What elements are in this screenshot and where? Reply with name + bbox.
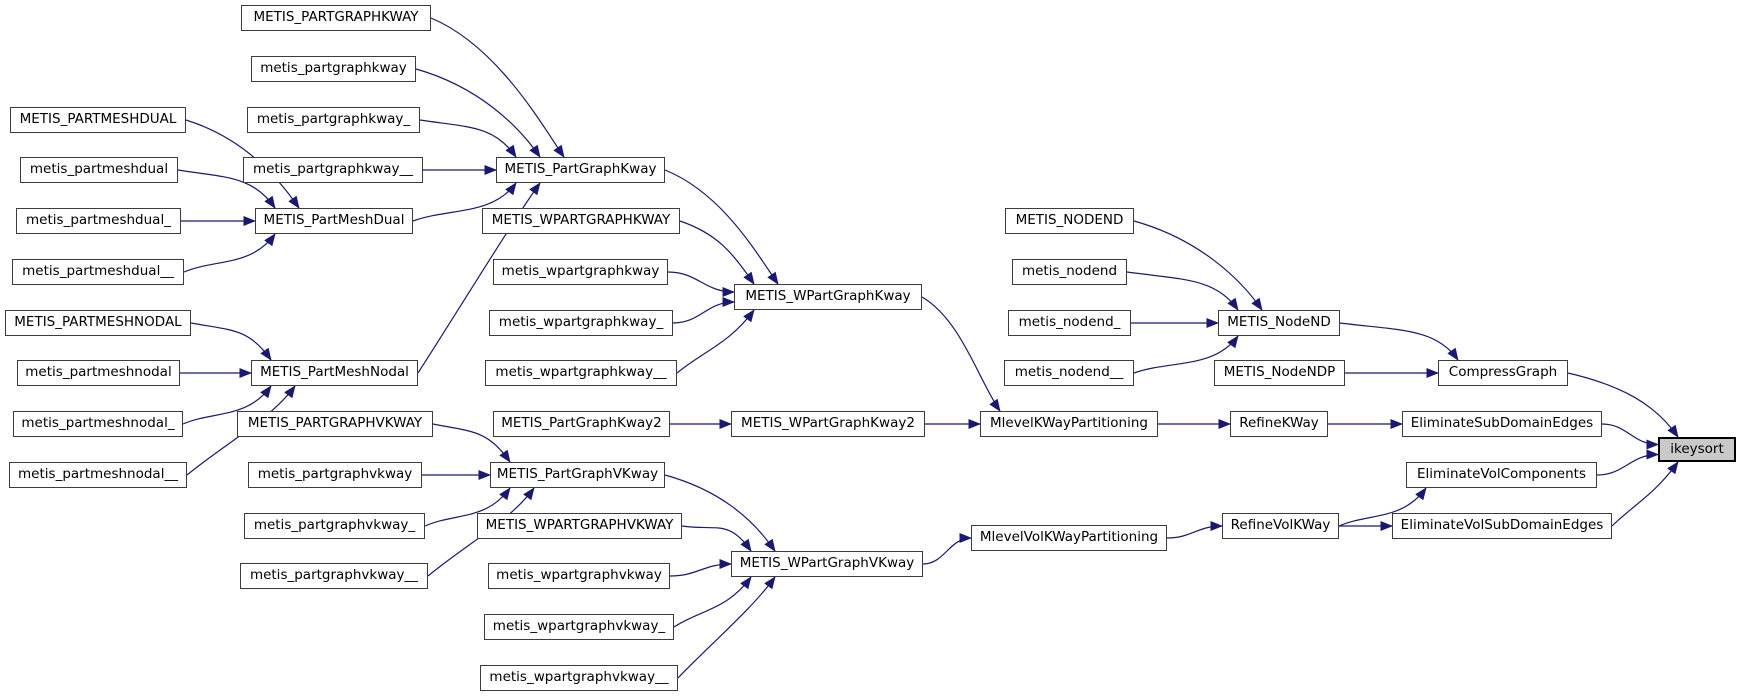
node-METIS_PARTGRAPHKWAY[interactable]: METIS_PARTGRAPHKWAY (241, 5, 431, 31)
call-edge-metis_partgraphkway_-to-METIS_PartGraphKway (419, 119, 517, 158)
call-edge-metis_nodend__-to-METIS_NodeND (1133, 335, 1239, 374)
call-edge-METIS_WPartGraphKway-to-MlevelKWayPartitioning (921, 296, 1001, 412)
call-edge-RefineVolKWay-to-EliminateVolComponents (1338, 487, 1427, 527)
call-edge-METIS_PartMeshNodal-to-METIS_PartGraphKway (417, 182, 541, 374)
call-edge-metis_wpartgraphvkway__-to-METIS_WPartGraphVKway (677, 576, 776, 679)
node-METIS_PartGraphVKway[interactable]: METIS_PartGraphVKway (490, 462, 665, 488)
node-METIS_PartMeshNodal[interactable]: METIS_PartMeshNodal (251, 360, 418, 386)
node-EliminateVolComponents[interactable]: EliminateVolComponents (1406, 462, 1597, 488)
call-edge-METIS_PartMeshDual-to-METIS_PartGraphKway (412, 182, 517, 222)
call-edge-EliminateVolSubDomainEdges-to-ikeysort (1611, 461, 1679, 527)
node-metis_wpartgraphvkway[interactable]: metis_wpartgraphvkway (488, 563, 670, 589)
node-metis_partgraphkway__[interactable]: metis_partgraphkway__ (243, 157, 423, 183)
node-metis_nodend__[interactable]: metis_nodend__ (1004, 360, 1134, 386)
node-METIS_WPartGraphKway2[interactable]: METIS_WPartGraphKway2 (731, 411, 925, 437)
call-edge-CompressGraph-to-ikeysort (1567, 372, 1679, 438)
node-metis_partgraphkway_[interactable]: metis_partgraphkway_ (247, 107, 420, 133)
node-metis_partmeshnodal[interactable]: metis_partmeshnodal (17, 360, 180, 386)
node-metis_wpartgraphvkway_[interactable]: metis_wpartgraphvkway_ (484, 614, 674, 640)
node-metis_partgraphvkway_[interactable]: metis_partgraphvkway_ (244, 513, 425, 539)
call-edge-METIS_PARTGRAPHVKWAY-to-METIS_PartGraphVKway (432, 423, 511, 463)
call-edge-metis_partgraphvkway_-to-METIS_PartGraphVKway (424, 487, 511, 527)
node-metis_partgraphkway[interactable]: metis_partgraphkway (251, 56, 416, 82)
node-metis_wpartgraphkway__[interactable]: metis_wpartgraphkway__ (485, 360, 677, 386)
node-metis_partmeshdual__[interactable]: metis_partmeshdual__ (12, 259, 184, 285)
node-metis_wpartgraphkway[interactable]: metis_wpartgraphkway (493, 259, 668, 285)
node-RefineVolKWay[interactable]: RefineVolKWay (1222, 513, 1339, 539)
node-ikeysort: ikeysort (1658, 437, 1736, 462)
node-metis_wpartgraphvkway__[interactable]: metis_wpartgraphvkway__ (480, 665, 678, 691)
call-edge-metis_partmeshdual__-to-METIS_PartMeshDual (183, 233, 276, 273)
node-RefineKWay[interactable]: RefineKWay (1230, 411, 1328, 437)
node-METIS_NODEND[interactable]: METIS_NODEND (1005, 208, 1134, 234)
call-edge-metis_wpartgraphkway_-to-METIS_WPartGraphKway (672, 297, 735, 324)
call-edge-METIS_WPARTGRAPHVKWAY-to-METIS_WPartGraphVKway (681, 525, 752, 552)
node-METIS_PARTMESHNODAL[interactable]: METIS_PARTMESHNODAL (5, 310, 191, 336)
node-METIS_PARTMESHDUAL[interactable]: METIS_PARTMESHDUAL (10, 107, 186, 133)
node-EliminateVolSubDomainEdges[interactable]: EliminateVolSubDomainEdges (1392, 513, 1612, 539)
call-edge-METIS_PARTMESHNODAL-to-METIS_PartMeshNodal (190, 322, 272, 361)
node-METIS_NodeND[interactable]: METIS_NodeND (1218, 310, 1340, 336)
node-metis_partmeshnodal__[interactable]: metis_partmeshnodal__ (9, 462, 187, 488)
call-edge-metis_partmeshdual-to-METIS_PartMeshDual (177, 169, 276, 209)
node-metis_partmeshnodal_[interactable]: metis_partmeshnodal_ (13, 411, 183, 437)
call-edge-metis_wpartgraphkway-to-METIS_WPartGraphKway (667, 271, 736, 297)
node-MlevelVolKWayPartitioning[interactable]: MlevelVolKWayPartitioning (971, 525, 1167, 551)
call-edge-EliminateSubDomainEdges-to-ikeysort (1601, 423, 1659, 450)
call-edge-METIS_WPARTGRAPHKWAY-to-METIS_WPartGraphKway (679, 220, 755, 285)
call-edge-metis_partgraphkway-to-METIS_PartGraphKway (415, 68, 541, 158)
call-edge-metis_nodend-to-METIS_NodeND (1126, 271, 1239, 311)
node-METIS_PartGraphKway2[interactable]: METIS_PartGraphKway2 (493, 411, 670, 437)
node-CompressGraph[interactable]: CompressGraph (1438, 360, 1568, 386)
call-edge-metis_wpartgraphvkway_-to-METIS_WPartGraphVKway (673, 576, 752, 628)
node-metis_nodend_[interactable]: metis_nodend_ (1008, 310, 1131, 336)
call-edge-METIS_PartGraphKway-to-METIS_WPartGraphKway (664, 169, 779, 285)
call-edge-metis_wpartgraphvkway-to-METIS_WPartGraphVKway (669, 559, 733, 577)
call-edge-METIS_NODEND-to-METIS_NodeND (1133, 220, 1263, 311)
node-metis_partgraphvkway[interactable]: metis_partgraphvkway (248, 462, 422, 488)
call-edge-METIS_PARTGRAPHKWAY-to-METIS_PartGraphKway (430, 17, 565, 158)
call-edge-METIS_WPartGraphVKway-to-MlevelVolKWayPartitioning (922, 533, 972, 565)
node-metis_nodend[interactable]: metis_nodend (1012, 259, 1127, 285)
node-METIS_PartMeshDual[interactable]: METIS_PartMeshDual (255, 208, 413, 234)
node-METIS_NodeNDP[interactable]: METIS_NodeNDP (1214, 360, 1345, 386)
call-edge-MlevelVolKWayPartitioning-to-RefineVolKWay (1166, 521, 1224, 539)
node-metis_partgraphvkway__[interactable]: metis_partgraphvkway__ (240, 563, 428, 589)
call-edge-metis_wpartgraphkway__-to-METIS_WPartGraphKway (676, 309, 755, 374)
node-METIS_WPartGraphVKway[interactable]: METIS_WPartGraphVKway (731, 551, 923, 577)
node-metis_partmeshdual[interactable]: metis_partmeshdual (20, 157, 178, 183)
node-metis_partmeshdual_[interactable]: metis_partmeshdual_ (16, 208, 181, 234)
node-MlevelKWayPartitioning[interactable]: MlevelKWayPartitioning (980, 411, 1158, 437)
call-edge-METIS_PartGraphVKway-to-METIS_WPartGraphVKway (664, 474, 776, 552)
node-METIS_WPartGraphKway[interactable]: METIS_WPartGraphKway (734, 284, 922, 310)
node-METIS_WPARTGRAPHVKWAY[interactable]: METIS_WPARTGRAPHVKWAY (477, 513, 682, 539)
node-metis_wpartgraphkway_[interactable]: metis_wpartgraphkway_ (489, 310, 673, 336)
call-edge-METIS_NodeND-to-CompressGraph (1339, 322, 1459, 361)
call-edge-EliminateVolComponents-to-ikeysort (1596, 449, 1659, 476)
node-METIS_WPARTGRAPHKWAY[interactable]: METIS_WPARTGRAPHKWAY (482, 208, 680, 234)
node-METIS_PartGraphKway[interactable]: METIS_PartGraphKway (496, 157, 665, 183)
call-edge-metis_partmeshnodal_-to-METIS_PartMeshNodal (182, 385, 272, 425)
node-EliminateSubDomainEdges[interactable]: EliminateSubDomainEdges (1402, 411, 1602, 437)
node-METIS_PARTGRAPHVKWAY[interactable]: METIS_PARTGRAPHVKWAY (237, 411, 433, 437)
